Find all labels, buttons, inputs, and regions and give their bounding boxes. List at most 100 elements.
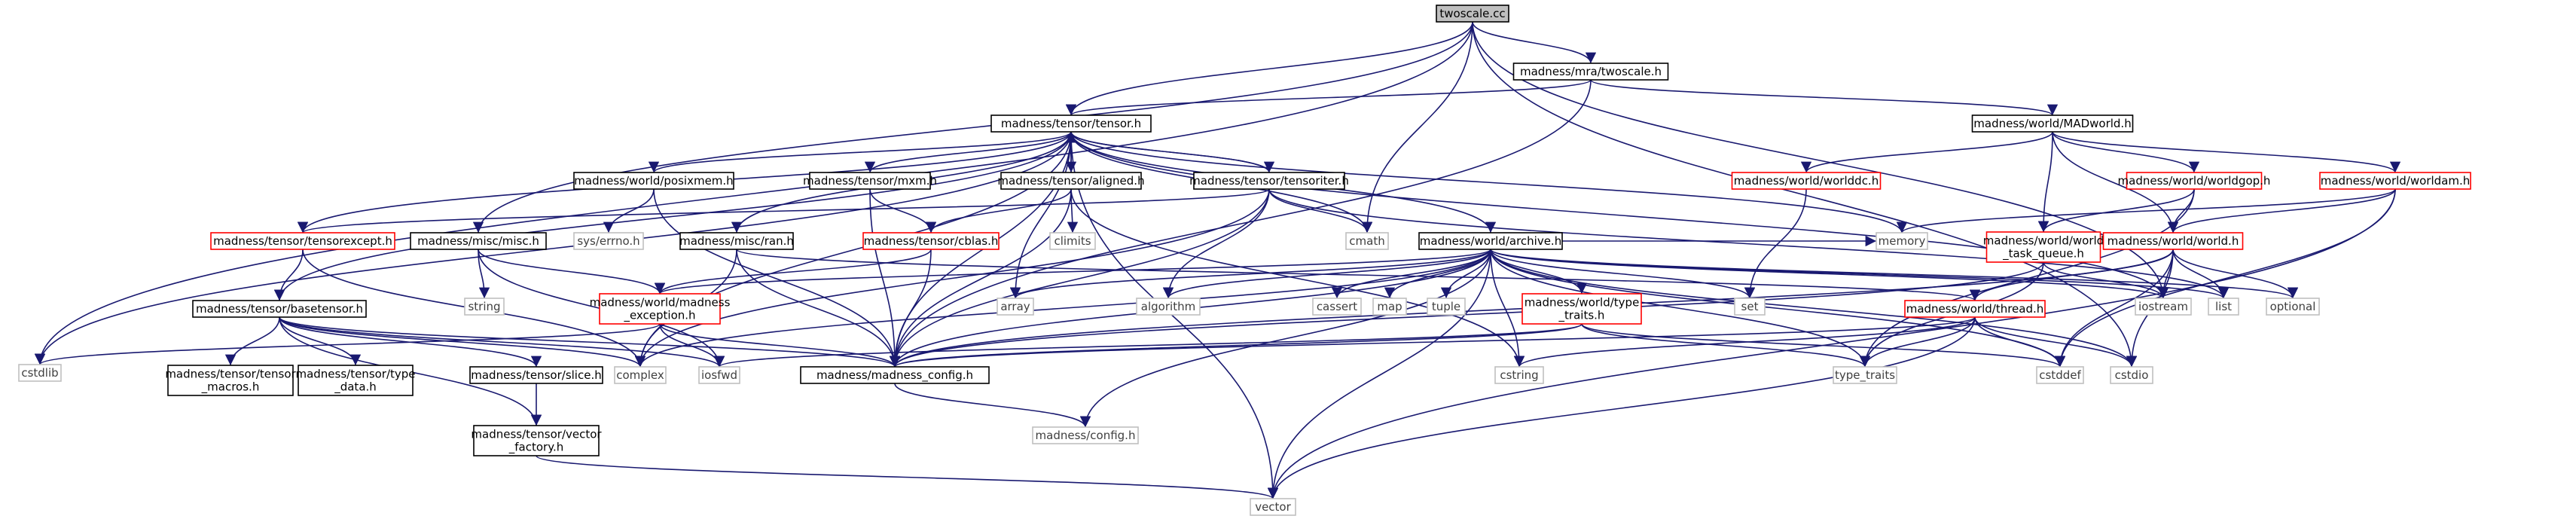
edge-misc_h-to-string — [478, 249, 490, 299]
edge-twoscale_cc-to-cstdio — [1472, 21, 2138, 368]
node-box — [1734, 298, 1766, 316]
edge-worldgop-to-world_h — [2167, 188, 2195, 234]
node-misc-h[interactable]: madness/misc/misc.h — [410, 232, 547, 250]
edge-arrow — [736, 249, 901, 368]
node-label: madness/tensor/slice.h — [471, 368, 601, 382]
edge-arrow — [273, 249, 304, 301]
edge-aligned-to-cstring — [1070, 188, 1525, 368]
node-vector-factory[interactable]: madness/tensor/vector_factory.h — [471, 425, 602, 456]
edge-archive-to-vector — [1267, 249, 1491, 499]
node-type-traits-h[interactable]: madness/world/type_traits.h — [1521, 293, 1642, 325]
node-madness-config[interactable]: madness/madness_config.h — [800, 366, 990, 384]
node-label: cstddef — [2039, 368, 2081, 382]
node-vector: vector — [1250, 498, 1296, 516]
node-worlddc[interactable]: madness/world/worlddc.h — [1731, 172, 1882, 190]
node-type-data[interactable]: madness/tensor/type_data.h — [295, 365, 416, 396]
edge-arrow — [655, 249, 1491, 295]
edge-worldam-to-memory — [1897, 188, 2396, 234]
edge-arrow — [1267, 188, 2396, 499]
node-worldgop[interactable]: madness/world/worldgop.h — [2118, 172, 2271, 190]
node-optional: optional — [2266, 298, 2320, 316]
node-basetensor[interactable]: madness/tensor/basetensor.h — [192, 300, 367, 318]
edge-arrow — [1268, 188, 1373, 234]
node-archive[interactable]: madness/world/archive.h — [1418, 232, 1563, 250]
edge-arrow — [2052, 131, 2179, 234]
node-thread-h[interactable]: madness/world/thread.h — [1904, 300, 2046, 318]
node-tensor-h[interactable]: madness/tensor/tensor.h — [990, 114, 1152, 133]
node-madworld[interactable]: madness/world/MADworld.h — [1971, 114, 2134, 133]
edge-arrow — [2052, 131, 2200, 173]
node-slice[interactable]: madness/tensor/slice.h — [469, 366, 603, 384]
edge-twoscale_cc-to-tensor_h — [1065, 21, 1473, 116]
edge-arrow — [1268, 188, 2229, 299]
node-label: complex — [616, 368, 664, 382]
edge-archive-to-optional — [1490, 249, 2298, 299]
node-world-h[interactable]: madness/world/world.h — [2102, 232, 2244, 250]
node-box — [1193, 172, 1345, 190]
node-ran-h[interactable]: madness/misc/ran.h — [679, 232, 794, 250]
node-label: cstdio — [2115, 368, 2149, 382]
node-box — [410, 232, 547, 250]
node-tensor-macros[interactable]: madness/tensor/tensor_macros.h — [165, 365, 297, 396]
node-label: madness/tensor/vector — [471, 428, 602, 441]
node-label: cstring — [1500, 368, 1538, 382]
node-box — [192, 300, 367, 318]
edge-arrow — [1065, 131, 1270, 173]
edge-misc_h-to-iosfwd — [478, 249, 725, 368]
node-box — [1372, 298, 1407, 316]
node-label: tuple — [1432, 300, 1460, 313]
edge-tensoriter-to-list — [1268, 188, 2229, 299]
node-mxm[interactable]: madness/tensor/mxm.h — [803, 172, 937, 190]
node-box — [1436, 5, 1509, 23]
edge-arrow — [1162, 188, 1270, 299]
edge-arrow — [536, 455, 1278, 499]
node-world-task-queue[interactable]: madness/world/world_task_queue.h — [1983, 231, 2104, 263]
edge-arrow — [1070, 131, 2169, 299]
node-cblas[interactable]: madness/tensor/cblas.h — [862, 232, 1000, 250]
node-string: string — [464, 298, 505, 316]
edge-basetensor-to-madness_config — [279, 316, 900, 368]
node-label: type_traits — [1835, 368, 1895, 383]
node-label: array — [1000, 300, 1030, 313]
edge-aligned-to-madness_config — [889, 188, 1072, 368]
edge-arrow — [736, 249, 1980, 301]
node-box — [809, 172, 931, 190]
node-box — [469, 366, 603, 384]
node-posixmem[interactable]: madness/world/posixmem.h — [573, 172, 734, 190]
edge-thread_h-to-type_traits — [1859, 316, 1976, 368]
node-madness-exception[interactable]: madness/world/madness_exception.h — [590, 293, 731, 325]
edge-arrow — [1490, 249, 2138, 368]
edge-type_traits_h-to-type_traits — [1581, 323, 1871, 368]
edge-type_traits_h-to-cstddef — [1581, 323, 2065, 368]
node-array: array — [997, 298, 1034, 316]
node-label: madness/tensor/mxm.h — [803, 174, 937, 188]
edge-arrow — [1490, 249, 2298, 299]
node-tensorexcept[interactable]: madness/tensor/tensorexcept.h — [210, 232, 395, 250]
edge-arrow — [1472, 21, 2138, 368]
node-label: madness/misc/misc.h — [417, 234, 539, 248]
node-aligned[interactable]: madness/tensor/aligned.h — [997, 172, 1145, 190]
node-box — [1312, 298, 1362, 316]
node-mra-twoscale[interactable]: madness/mra/twoscale.h — [1512, 63, 1669, 81]
node-worldam[interactable]: madness/world/worldam.h — [2319, 172, 2471, 190]
edge-arrow — [1066, 79, 1592, 116]
node-label: madness/world/worldgop.h — [2118, 174, 2271, 188]
node-box — [1418, 232, 1563, 250]
edge-misc_h-to-madness_exception — [478, 249, 666, 295]
edge-arrow — [1070, 131, 1907, 234]
node-box — [990, 114, 1152, 133]
node-label: madness/world/worlddc.h — [1734, 174, 1879, 188]
node-iosfwd: iosfwd — [698, 366, 740, 384]
node-sys-errno: sys/errno.h — [573, 232, 644, 250]
edge-arrow — [472, 21, 1473, 234]
node-label: _factory.h — [508, 441, 563, 455]
edge-arrow — [2172, 249, 2299, 299]
node-tensoriter[interactable]: madness/tensor/tensoriter.h — [1189, 172, 1349, 190]
node-twoscale-cc[interactable]: twoscale.cc — [1436, 5, 1509, 23]
node-box — [1876, 232, 1928, 250]
edge-arrow — [869, 188, 937, 234]
edge-arrow — [1897, 188, 2396, 234]
edge-tensor_h-to-posixmem — [649, 131, 1072, 173]
node-label: madness/mra/twoscale.h — [1520, 65, 1662, 78]
node-box — [679, 232, 794, 250]
